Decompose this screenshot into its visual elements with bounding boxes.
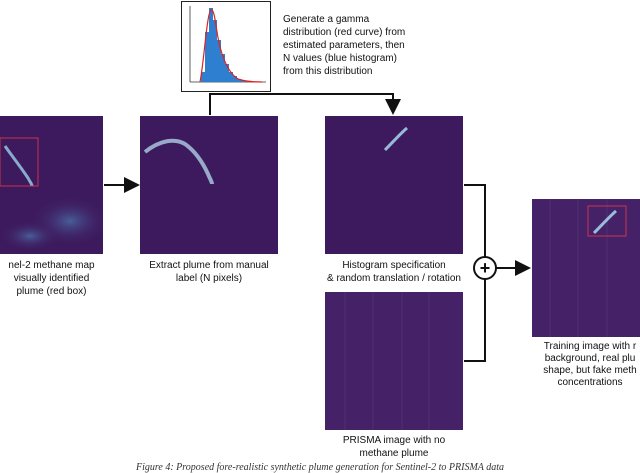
- arrow-extract-to-histspec: [209, 93, 401, 115]
- histogram-note-line: Generate a gamma: [283, 14, 370, 25]
- sentinel-caption: nel-2 methane map visually identified pl…: [0, 259, 103, 298]
- caption-line: visually identified: [13, 273, 90, 284]
- caption-line: PRISMA image with no: [342, 435, 446, 446]
- caption-line: Extract plume from manual: [149, 260, 269, 271]
- gamma-histogram-inset: [181, 1, 271, 92]
- caption-line: Training image with r: [543, 341, 637, 352]
- caption-line: methane plume: [359, 448, 429, 459]
- histogram-specification-panel: [325, 116, 463, 254]
- caption-line: plume (red box): [16, 286, 87, 297]
- training-caption: Training image with r background, real p…: [540, 341, 640, 389]
- histogram-note-line: N values (blue histogram): [283, 53, 397, 64]
- plume-shape: [592, 209, 617, 235]
- gamma-curve: [199, 9, 263, 83]
- histogram-bars: [201, 8, 245, 82]
- plume-shape: [143, 138, 214, 185]
- caption-line: concentrations: [557, 377, 623, 388]
- combine-circle: [473, 256, 497, 280]
- figure-caption: Figure 4: Proposed fore-realistic synthe…: [136, 462, 504, 473]
- histogram-note-line: estimated parameters, then: [283, 40, 405, 51]
- prisma-caption: PRISMA image with no methane plume: [315, 434, 473, 460]
- plume-red-box: [0, 137, 39, 187]
- prisma-image-panel: [325, 292, 463, 430]
- extract-caption: Extract plume from manual label (N pixel…: [130, 259, 288, 285]
- caption-line: shape, but fake meth: [543, 365, 637, 376]
- plume-shape: [383, 126, 408, 152]
- caption-line: & random translation / rotation: [327, 273, 461, 284]
- line-prisma-to-combine: [464, 279, 486, 362]
- extracted-plume-panel: [140, 116, 278, 254]
- sentinel-methane-map: [0, 116, 103, 254]
- histogram-note: Generate a gamma distribution (red curve…: [283, 13, 433, 78]
- caption-line: label (N pixels): [175, 273, 243, 284]
- caption-line: background, real plu: [544, 353, 636, 364]
- caption-line: Histogram specification: [342, 260, 446, 271]
- histspec-caption: Histogram specification & random transla…: [315, 259, 473, 285]
- caption-line: nel-2 methane map: [8, 260, 95, 271]
- histogram-note-line: from this distribution: [283, 66, 373, 77]
- histogram-note-line: distribution (red curve) from: [283, 27, 406, 38]
- line-histspec-to-combine: [464, 184, 486, 257]
- combine-plus-symbol: +: [479, 258, 491, 278]
- plume-red-box: [587, 205, 627, 237]
- training-image-panel: [532, 199, 640, 337]
